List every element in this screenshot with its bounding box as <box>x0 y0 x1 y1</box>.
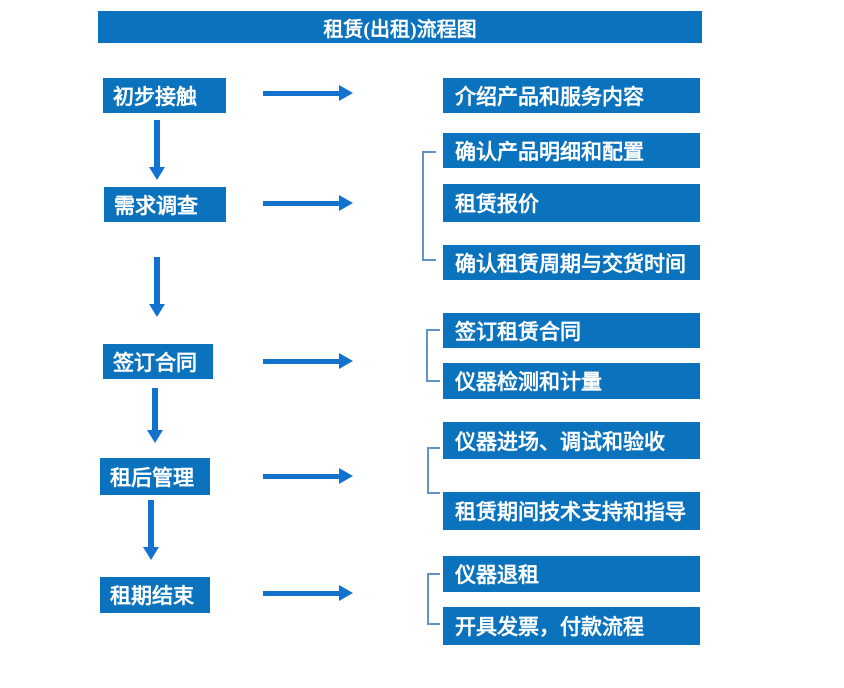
arrow-head <box>339 195 353 211</box>
detail-box-sign-rental-contract: 签订租赁合同 <box>443 313 700 348</box>
group-bracket <box>427 447 440 494</box>
arrow-head <box>339 85 353 101</box>
arrow-head <box>339 353 353 369</box>
arrow-head <box>339 468 353 484</box>
detail-box-instrument-return: 仪器退租 <box>443 556 700 592</box>
right-arrow-icon <box>263 195 353 211</box>
arrow-head <box>149 304 165 317</box>
detail-box-instrument-setup-acceptance: 仪器进场、调试和验收 <box>443 422 700 459</box>
arrow-shaft <box>154 257 160 304</box>
arrow-shaft <box>263 358 339 364</box>
detail-box-confirm-product-config: 确认产品明细和配置 <box>443 133 700 168</box>
stage-box-post-rental-management: 租后管理 <box>100 458 210 495</box>
stage-box-demand-survey: 需求调查 <box>104 187 226 222</box>
right-arrow-icon <box>263 585 353 601</box>
group-bracket <box>427 573 440 625</box>
group-bracket <box>426 329 440 382</box>
right-arrow-icon <box>263 468 353 484</box>
detail-box-rental-quote: 租赁报价 <box>443 184 700 222</box>
arrow-shaft <box>263 200 339 206</box>
page-title: 租赁(出租)流程图 <box>323 18 477 41</box>
right-arrow-icon <box>263 85 353 101</box>
down-arrow-icon <box>147 388 163 443</box>
right-arrow-icon <box>263 353 353 369</box>
arrow-head <box>149 167 165 180</box>
group-bracket <box>422 151 436 261</box>
stage-box-sign-contract: 签订合同 <box>103 344 213 379</box>
arrow-shaft <box>263 473 339 479</box>
stage-box-initial-contact: 初步接触 <box>103 78 226 113</box>
detail-box-tech-support: 租赁期间技术支持和指导 <box>443 492 700 530</box>
arrow-head <box>143 547 159 560</box>
down-arrow-icon <box>149 120 165 180</box>
arrow-shaft <box>154 120 160 167</box>
down-arrow-icon <box>149 257 165 317</box>
arrow-head <box>147 430 163 443</box>
detail-box-instrument-testing: 仪器检测和计量 <box>443 363 700 399</box>
detail-box-introduce-products: 介绍产品和服务内容 <box>443 78 700 113</box>
down-arrow-icon <box>143 500 159 560</box>
arrow-shaft <box>263 590 339 596</box>
stage-box-rental-end: 租期结束 <box>100 577 210 613</box>
arrow-shaft <box>263 90 339 96</box>
title-bar: 租赁(出租)流程图 <box>98 11 702 43</box>
detail-box-confirm-period-delivery: 确认租赁周期与交货时间 <box>443 245 700 280</box>
arrow-head <box>339 585 353 601</box>
detail-box-invoice-payment: 开具发票，付款流程 <box>443 607 700 645</box>
arrow-shaft <box>152 388 158 430</box>
arrow-shaft <box>148 500 154 547</box>
